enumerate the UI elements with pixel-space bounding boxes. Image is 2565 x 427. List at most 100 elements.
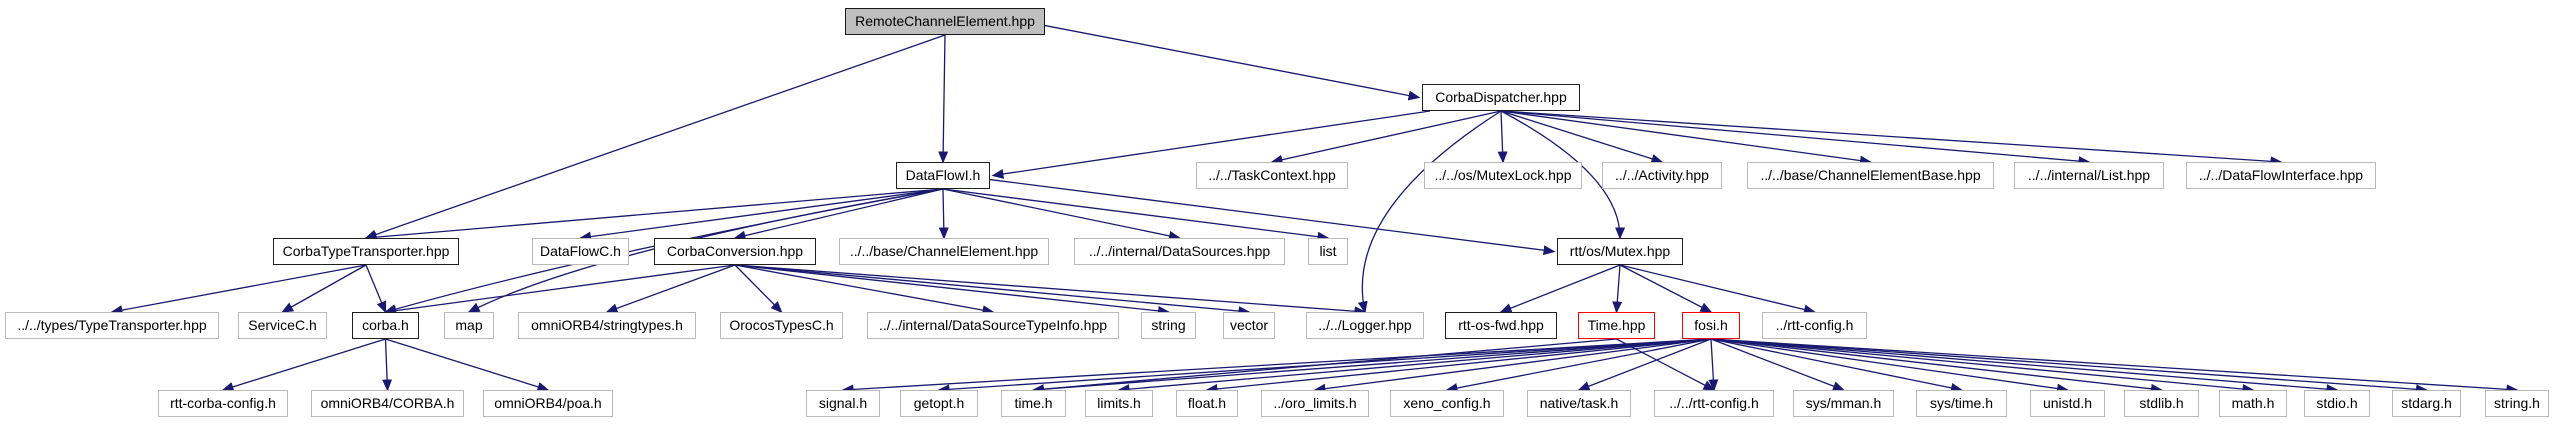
graph-node-dsources[interactable]: ../../internal/DataSources.hpp (1074, 238, 1285, 265)
edge-dflowi-dsources (942, 188, 1181, 241)
graph-node-vector[interactable]: vector (1223, 312, 1275, 339)
graph-node-logger[interactable]: ../../Logger.hpp (1306, 312, 1424, 339)
edge-fosi-systime (1710, 338, 1963, 393)
edge-cdisp-mutexlock (1497, 110, 1508, 164)
graph-node-omnicorba[interactable]: omniORB4/CORBA.h (311, 390, 464, 417)
graph-node-string[interactable]: string (1141, 312, 1196, 339)
edge-fosi-stdarg (1710, 338, 2428, 395)
graph-node-stringh[interactable]: string.h (2485, 390, 2549, 417)
graph-node-cdisp[interactable]: CorbaDispatcher.hpp (1422, 84, 1580, 111)
graph-node-corbah[interactable]: corba.h (352, 312, 419, 339)
graph-node-dflowc[interactable]: DataFlowC.h (532, 238, 629, 265)
edge-fosi-limits (1117, 338, 1712, 395)
graph-node-getopt[interactable]: getopt.h (900, 390, 978, 417)
graph-node-omnipoa[interactable]: omniORB4/poa.h (483, 390, 613, 417)
edge-cconv-orocos (734, 264, 783, 314)
graph-node-stdlib[interactable]: stdlib.h (2124, 390, 2199, 417)
graph-node-floath[interactable]: float.h (1176, 390, 1238, 417)
graph-node-nativetask[interactable]: native/task.h (1527, 390, 1631, 417)
graph-node-stdarg[interactable]: stdarg.h (2392, 390, 2461, 417)
edge-cdisp-cebase (1500, 110, 1872, 166)
graph-node-activity[interactable]: ../../Activity.hpp (1602, 162, 1722, 189)
edge-mutex-rttcfg1 (1619, 264, 1816, 315)
graph-node-servicec[interactable]: ServiceC.h (238, 312, 327, 339)
edge-cdisp-taskctx (1270, 110, 1502, 165)
graph-node-orocos[interactable]: OrocosTypesC.h (720, 312, 843, 339)
graph-node-dfiface[interactable]: ../../DataFlowInterface.hpp (2186, 162, 2376, 189)
edge-fosi-stringh (1710, 338, 2519, 395)
edge-corbah-omnicorba (382, 338, 393, 392)
graph-node-stdio[interactable]: stdio.h (2304, 390, 2370, 417)
edge-dflowi-list (942, 188, 1330, 242)
graph-node-mutexlock[interactable]: ../../os/MutexLock.hpp (1424, 162, 1582, 189)
edge-mutex-fosi (1619, 264, 1713, 313)
edge-cdisp-dflowi (991, 110, 1431, 179)
graph-node-stringtypes[interactable]: omniORB4/stringtypes.h (518, 312, 696, 339)
graph-node-unistd[interactable]: unistd.h (2030, 390, 2105, 417)
edge-fosi-nativetask (1577, 338, 1712, 391)
graph-node-timeh[interactable]: time.h (1001, 390, 1066, 417)
graph-node-limits[interactable]: limits.h (1085, 390, 1153, 417)
graph-node-celem[interactable]: ../../base/ChannelElement.hpp (839, 238, 1049, 265)
edge-root-cdisp (1044, 24, 1421, 101)
edge-fosi-sysmman (1710, 338, 1845, 391)
edge-corbah-rttcorbacfg (221, 338, 386, 392)
edge-cconv-dstypeinfo (734, 264, 995, 316)
graph-node-cconv[interactable]: CorbaConversion.hpp (654, 238, 816, 265)
graph-node-signal[interactable]: signal.h (806, 390, 880, 417)
graph-node-orolimits[interactable]: ../oro_limits.h (1261, 390, 1369, 417)
graph-node-dflowi[interactable]: DataFlowI.h (896, 162, 990, 189)
graph-node-systime[interactable]: sys/time.h (1916, 390, 2007, 417)
graph-node-ttrans[interactable]: ../../types/TypeTransporter.hpp (5, 312, 219, 339)
edge-fosi-unistd (1710, 338, 2069, 394)
graph-node-osfwd[interactable]: rtt-os-fwd.hpp (1445, 312, 1557, 339)
edge-fosi-xenocfg (1445, 338, 1712, 393)
edge-cconv-logger (734, 264, 1367, 317)
graph-node-map[interactable]: map (444, 312, 494, 339)
graph-node-fosi[interactable]: fosi.h (1682, 312, 1740, 339)
graph-node-xenocfg[interactable]: xeno_config.h (1390, 390, 1504, 417)
graph-node-list[interactable]: list (1308, 238, 1348, 265)
edge-cconv-vector (734, 264, 1251, 317)
edge-cdisp-logger (1357, 110, 1502, 314)
graph-node-timehpp[interactable]: Time.hpp (1578, 312, 1655, 339)
graph-node-sysmman[interactable]: sys/mman.h (1793, 390, 1894, 417)
graph-node-ilist[interactable]: ../../internal/List.hpp (2014, 162, 2164, 189)
edge-cdisp-ilist (1500, 110, 2091, 167)
graph-node-dstypeinfo[interactable]: ../../internal/DataSourceTypeInfo.hpp (867, 312, 1119, 339)
edge-fosi-signal (841, 338, 1712, 395)
edge-dflowi-mutex (989, 178, 1556, 256)
graph-node-math[interactable]: math.h (2219, 390, 2287, 417)
edge-fosi-getopt (937, 338, 1712, 395)
edge-root-ctt (364, 34, 946, 240)
edge-cconv-string (734, 264, 1170, 316)
edge-cdisp-mutex (1500, 110, 1626, 240)
edge-root-dflowi (938, 34, 949, 164)
edge-mutex-timehpp (1612, 264, 1623, 314)
edge-mutex-osfwd (1499, 264, 1621, 313)
edge-cconv-stringtypes (605, 264, 736, 314)
edge-dflowi-cconv (733, 188, 944, 241)
graph-node-rttcfg1[interactable]: ../rtt-config.h (1762, 312, 1867, 339)
graph-node-taskctx[interactable]: ../../TaskContext.hpp (1196, 162, 1348, 189)
edge-ctt-ttrans (110, 264, 367, 316)
graph-node-root: RemoteChannelElement.hpp (845, 8, 1045, 35)
edge-fosi-stdio (1710, 338, 2339, 395)
edge-dflowi-ctt (364, 188, 944, 243)
graph-node-cebase[interactable]: ../../base/ChannelElementBase.hpp (1747, 162, 1994, 189)
edge-dflowi-dflowc (579, 188, 944, 242)
edge-fosi-rttcfg2 (1708, 338, 1719, 392)
edge-cdisp-activity (1500, 110, 1664, 164)
graph-node-mutex[interactable]: rtt/os/Mutex.hpp (1557, 238, 1683, 265)
graph-node-ctt[interactable]: CorbaTypeTransporter.hpp (273, 238, 459, 265)
edge-fosi-stdlib (1710, 338, 2163, 394)
graph-node-rttcfg2[interactable]: ../../rtt-config.h (1654, 390, 1774, 417)
graph-node-rttcorbacfg[interactable]: rtt-corba-config.h (158, 390, 288, 417)
edge-fosi-floath (1205, 338, 1712, 394)
edge-fosi-orolimits (1313, 338, 1712, 394)
edge-fosi-timeh (1032, 338, 1712, 395)
edge-cdisp-dfiface (1500, 110, 2283, 167)
edge-corbah-omnipoa (385, 338, 550, 392)
